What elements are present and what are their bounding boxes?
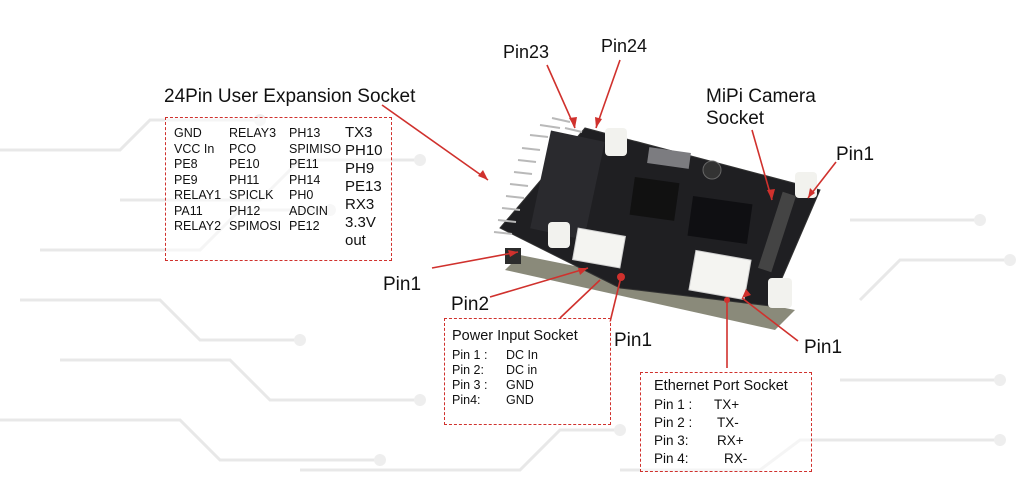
pin-name: TX3 xyxy=(345,124,373,141)
expansion-pin-column-4: TX3 PH10 PH9 PE13 RX3 3.3V out xyxy=(345,124,383,250)
pin-name: RELAY3 xyxy=(229,126,277,140)
pin-marker xyxy=(724,297,730,303)
pin-name: PE10 xyxy=(229,157,260,171)
pin1-ethernet-label: Pin1 xyxy=(804,337,843,358)
ethernet-socket-row: Pin 1 : TX+ xyxy=(654,397,739,412)
expansion-pin-column-2: RELAY3 PCO PE10 PH11 SPICLK PH12 SPIMOSI xyxy=(229,126,281,235)
pin-name: PH12 xyxy=(229,203,261,218)
pin24-label: Pin24 xyxy=(601,36,648,56)
power-socket-row: Pin4: GND xyxy=(452,393,534,407)
expansion-socket-title: 24Pin User Expansion Socket xyxy=(164,86,416,107)
camera-fpc-connector xyxy=(757,191,797,273)
ethernet-pin-value: TX+ xyxy=(714,397,740,412)
pin23-label: Pin23 xyxy=(503,42,550,62)
board-base-plate xyxy=(505,255,795,330)
pin-name: RELAY2 xyxy=(174,219,222,233)
ethernet-socket-row: Pin 2 : TX- xyxy=(654,415,739,430)
header-block xyxy=(530,130,605,240)
pin1-power-label: Pin1 xyxy=(614,330,653,351)
expansion-pin-column-3: PH13 SPIMISO PE11 PH14 PH0 ADCIN PE12 xyxy=(289,126,341,235)
pin-name: PE8 xyxy=(174,157,198,171)
memory-chip xyxy=(687,196,753,244)
power-pin-label: Pin 2: xyxy=(452,363,484,377)
camera-socket-title-line1: MiPi Camera xyxy=(706,86,816,107)
power-pin-value: DC in xyxy=(506,363,538,377)
ethernet-pin-value: TX- xyxy=(717,415,739,430)
ethernet-connector xyxy=(688,249,752,301)
power-pin-label: Pin 1 : xyxy=(452,348,488,362)
ethernet-pin-label: Pin 2 : xyxy=(654,415,693,430)
power-socket-row: Pin 3 : GND xyxy=(452,378,534,392)
ethernet-pin-value: RX- xyxy=(724,451,748,466)
pin1-expansion-label: Pin1 xyxy=(383,274,422,295)
processor-chip xyxy=(629,176,680,221)
ethernet-socket-title: Ethernet Port Socket xyxy=(654,378,788,394)
pin-name: PE13 xyxy=(345,178,382,195)
expansion-pin-box xyxy=(165,117,392,261)
ethernet-pin-label: Pin 4: xyxy=(654,451,689,466)
pin-name: RELAY1 xyxy=(174,188,222,202)
ethernet-pin-label: Pin 3: xyxy=(654,433,689,448)
standoff xyxy=(768,278,792,308)
power-pin-value: DC In xyxy=(506,348,538,362)
power-pin-value: GND xyxy=(506,393,534,407)
pin-name: PE12 xyxy=(289,219,320,233)
pin-name: RX3 xyxy=(345,196,375,213)
pin-name: PCO xyxy=(229,141,257,156)
standoff xyxy=(548,222,570,248)
power-pin-label: Pin4: xyxy=(452,393,481,407)
expansion-header-pins xyxy=(493,117,583,235)
pin-name: PH9 xyxy=(345,160,375,177)
pin-marker xyxy=(617,273,625,281)
pin-name: PE9 xyxy=(174,172,198,187)
ethernet-pin-label: Pin 1 : xyxy=(654,397,693,412)
pin-name: SPIMOSI xyxy=(229,219,282,233)
usb-port xyxy=(647,147,691,169)
buzzer xyxy=(702,160,722,180)
pin-name: PH14 xyxy=(289,172,321,187)
power-pin-label: Pin 3 : xyxy=(452,378,488,392)
camera-socket-title-line2: Socket xyxy=(706,108,765,129)
power-socket-box xyxy=(444,318,611,425)
pin-name: 3.3V xyxy=(345,214,376,231)
pin-name: ADCIN xyxy=(289,203,328,218)
pin-name: out xyxy=(345,232,366,249)
pin-name: PH11 xyxy=(229,172,260,187)
pin2-power-label: Pin2 xyxy=(451,294,490,315)
power-input-connector xyxy=(572,227,626,269)
pin-name: PA11 xyxy=(174,203,203,218)
standoff xyxy=(605,128,627,156)
pin1-camera-label: Pin1 xyxy=(836,144,875,165)
expansion-pin-column-1: GND VCC In PE8 PE9 RELAY1 PA11 RELAY2 xyxy=(174,126,221,235)
power-socket-row: Pin 1 : DC In xyxy=(452,348,538,362)
power-socket-title: Power Input Socket xyxy=(452,328,578,344)
pin-name: VCC In xyxy=(174,141,215,156)
pin-name: GND xyxy=(174,126,202,140)
power-socket-row: Pin 2: DC in xyxy=(452,363,537,377)
pin-name: PH13 xyxy=(289,126,321,140)
pin-name: PH0 xyxy=(289,188,314,202)
ethernet-pin-value: RX+ xyxy=(717,433,744,448)
ethernet-socket-row: Pin 3: RX+ xyxy=(654,433,744,448)
power-pin-value: GND xyxy=(506,378,534,392)
pin-name: SPICLK xyxy=(229,188,274,202)
pin-name: SPIMISO xyxy=(289,141,342,156)
pin-name: PH10 xyxy=(345,142,383,159)
ethernet-socket-row: Pin 4: RX- xyxy=(654,451,747,466)
ethernet-socket-box xyxy=(640,372,812,472)
pin-name: PE11 xyxy=(289,157,319,171)
